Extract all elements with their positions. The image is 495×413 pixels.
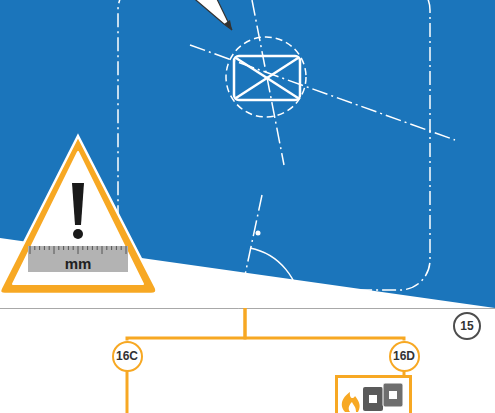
- callout-circle: 15: [453, 312, 481, 340]
- callout-number: 15: [460, 320, 473, 332]
- flow-connector: [245, 308, 404, 341]
- cutout-outline: [118, 0, 430, 290]
- fire-protection-icon: [337, 377, 411, 413]
- callout-number: 16C: [116, 350, 138, 362]
- center-dot: [256, 231, 261, 236]
- wall-surface: [0, 0, 495, 308]
- step-number: 16D: [389, 341, 420, 372]
- warning-sign: [0, 136, 156, 294]
- callout-circle: 16D: [389, 341, 420, 372]
- pencil: [190, 0, 232, 30]
- angle-arc: [250, 248, 300, 308]
- unit-label: mm: [65, 256, 92, 271]
- center-line: [238, 195, 262, 308]
- dashed-circle: [226, 37, 306, 117]
- panel-rule: [0, 308, 495, 309]
- callout-circle: 16C: [112, 341, 143, 372]
- box-mark: [234, 56, 300, 100]
- step-number: 16C: [112, 341, 143, 372]
- callout-number: 16D: [393, 350, 415, 362]
- flow-connector: [127, 308, 245, 341]
- center-line: [252, 0, 284, 165]
- flow-line: [126, 369, 129, 413]
